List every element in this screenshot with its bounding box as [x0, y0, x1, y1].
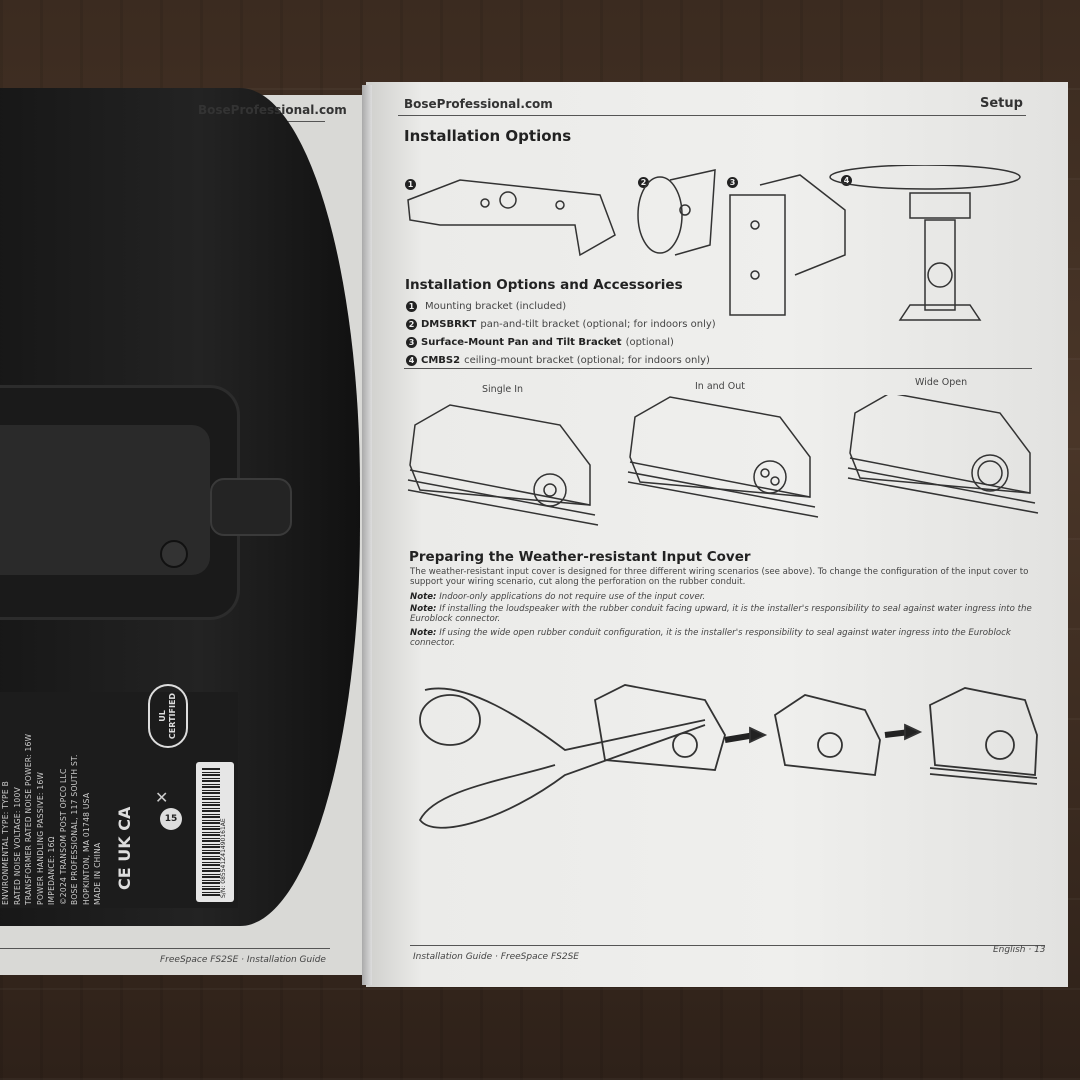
note-label: Note:	[410, 628, 437, 638]
cover-title: Preparing the Weather-resistant Input Co…	[409, 549, 751, 565]
config-caption: Single In	[482, 384, 524, 395]
option-number: 4	[841, 175, 852, 186]
right-page	[366, 82, 1068, 987]
config-caption: In and Out	[695, 381, 745, 392]
label-line: MADE IN CHINA	[93, 842, 102, 905]
label-line: HOPKINTON, MA 01748 USA	[81, 792, 91, 905]
screw	[160, 540, 188, 568]
cutting-steps-illustration	[418, 684, 1038, 829]
option-number: 3	[727, 177, 738, 188]
note: Note: If installing the loudspeaker with…	[410, 604, 1035, 624]
right-page-header-section: Setup	[980, 96, 1023, 111]
item-number: 3	[406, 336, 417, 348]
input-cover-illustrations	[407, 395, 1039, 526]
note-text: Indoor-only applications do not require …	[436, 592, 706, 602]
ul-certified-mark: UL CERTIFIED	[148, 684, 188, 748]
list-item: 4 CMBS2 ceiling-mount bracket (optional; …	[406, 351, 716, 369]
page-title: Installation Options	[404, 127, 572, 145]
note: Note: If using the wide open rubber cond…	[410, 628, 1035, 648]
divider	[404, 368, 1032, 369]
item-name: Surface-Mount Pan and Tilt Bracket	[421, 336, 622, 348]
config-caption: Wide Open	[915, 377, 968, 388]
weee-bin-icon: ✕	[155, 788, 169, 807]
right-page-header-site: BoseProfessional.com	[404, 97, 553, 111]
item-number: 2	[406, 318, 417, 330]
right-page-footer: Installation Guide · FreeSpace FS2SE	[413, 952, 579, 962]
barcode-icon	[202, 768, 220, 896]
label-line: ENVIRONMENTAL TYPE: TYPE B	[1, 780, 10, 905]
item-number: 4	[406, 354, 417, 366]
label-text: ENVIRONMENTAL TYPE: TYPE B RATED NOISE V…	[0, 734, 104, 905]
label-line: RATED NOISE VOLTAGE: 100V	[12, 787, 22, 905]
item-name: DMSBRKT	[421, 318, 477, 330]
item-text: pan-and-tilt bracket (optional; for indo…	[480, 318, 716, 330]
note: Note: Indoor-only applications do not re…	[410, 592, 1035, 602]
ukca-mark: UK CA	[115, 806, 134, 862]
accessories-list: 1 Mounting bracket (included) 2 DMSBRKT pa…	[406, 297, 716, 369]
certification-marks: CE UK CA	[115, 807, 134, 890]
page-gutter	[362, 85, 372, 985]
item-text: Mounting bracket (included)	[425, 300, 567, 312]
divider	[410, 945, 1045, 946]
label-line: IMPEDANCE: 16Ω	[47, 836, 56, 905]
list-item: 3 Surface-Mount Pan and Tilt Bracket (opt…	[406, 333, 716, 351]
label-line: TRANSFORMER RATED NOISE POWER: 16W	[24, 733, 33, 905]
note-text: If using the wide open rubber conduit co…	[410, 628, 1011, 648]
environmental-period-icon: 15	[160, 808, 182, 830]
list-item: 1 Mounting bracket (included)	[406, 297, 716, 315]
option-number: 1	[405, 179, 416, 190]
divider	[398, 115, 1026, 116]
list-item: 2 DMSBRKT pan-and-tilt bracket (optional;…	[406, 315, 716, 333]
note-text: If installing the loudspeaker with the r…	[410, 604, 1032, 624]
serial-barcode: S/N: 085541Z41490161AE	[196, 762, 234, 902]
label-line: ©2024 TRANSOM POST OPCO LLC	[58, 768, 68, 905]
page-number: English · 13	[993, 945, 1046, 955]
label-line: BOSE PROFESSIONAL, 117 SOUTH ST.	[70, 754, 79, 905]
item-number: 1	[406, 300, 417, 312]
serial-number: S/N: 085541Z41490161AE	[220, 818, 227, 898]
cover-body: The weather-resistant input cover is des…	[410, 567, 1029, 587]
divider	[0, 948, 330, 949]
item-text: ceiling-mount bracket (optional; for ind…	[464, 354, 710, 366]
item-text: (optional)	[625, 336, 674, 348]
left-page-footer: FreeSpace FS2SE · Installation Guide	[160, 955, 326, 965]
accessories-title: Installation Options and Accessories	[405, 277, 683, 293]
option-number: 2	[638, 177, 649, 188]
bracket-illustrations	[407, 165, 1021, 321]
note-label: Note:	[410, 592, 437, 602]
note-label: Note:	[410, 604, 437, 614]
ce-mark: CE	[115, 867, 134, 890]
rubber-conduit	[210, 478, 292, 536]
left-page-header: BoseProfessional.com	[198, 103, 347, 117]
item-name: CMBS2	[421, 354, 461, 366]
label-line: POWER HANDLING PASSIVE: 16W	[35, 771, 45, 905]
